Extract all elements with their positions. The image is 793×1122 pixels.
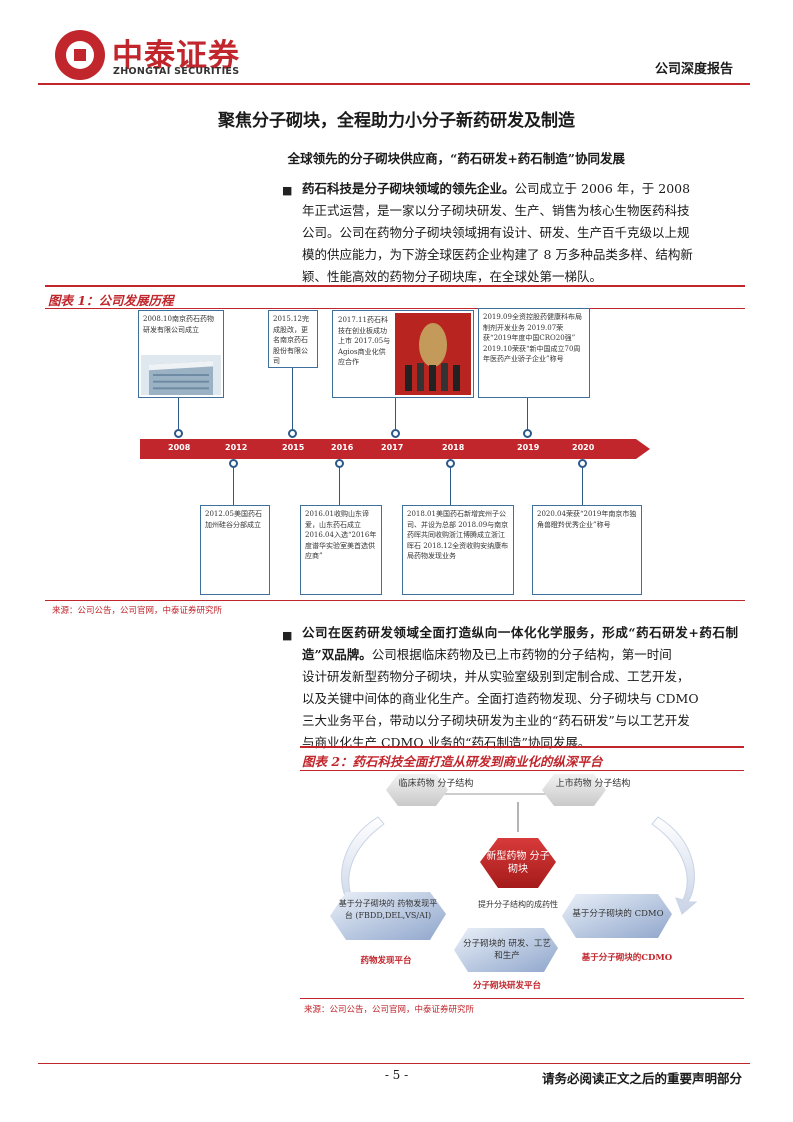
figure-2-source: 来源：公司公告，公司官网，中泰证券研究所 [304, 1005, 475, 1015]
timeline-event-2012: 2012.05美国药石加州硅谷分部成立 [200, 505, 270, 595]
timeline-connector [339, 467, 341, 505]
timeline-event-2016: 2016.01收购山东谛爱，山东药石成立 2016.04入选“2016年度谱华实… [300, 505, 382, 595]
paragraph-2-line: 三大业务平台，带动以分子砌块研发为主业的“药石研发”与以工艺开发 [302, 713, 690, 728]
timeline-connector [395, 398, 397, 430]
bullet-square-icon: ■ [282, 629, 293, 642]
paragraph-2-lead: 公司在医药研发领域全面打造纵向一体化化学服务，形成“药石研发+药石制造”双品牌。 [302, 625, 738, 662]
footer-divider [38, 1063, 750, 1064]
timeline-event-2017: 2017.11药石科技在创业板成功上市 2017.05与Agios商业化供应合作 [332, 310, 474, 398]
page-number: - 5 - [384, 1068, 409, 1082]
timeline-event-2015: 2015.12完成股改，更名南京药石股份有限公司 [268, 310, 318, 368]
paragraph-1-line: 公司成立于 2006 年，于 2008 [514, 181, 691, 196]
node-marketed-structure: 上市药物 分子结构 [555, 779, 631, 789]
paragraph-2: 公司在医药研发领域全面打造纵向一体化化学服务，形成“药石研发+药石制造”双品牌。… [302, 622, 738, 754]
paragraph-1-line: 颖、性能高效的药物分子砌块库，在全球处第一梯队。 [302, 269, 603, 284]
listing-ceremony-photo [395, 313, 471, 395]
timeline-connector [178, 398, 180, 430]
figure-1-title-rule [45, 308, 745, 309]
node-process-platform: 分子砌块的 研发、工艺和生产 [463, 939, 551, 961]
timeline-year: 2020 [572, 443, 595, 452]
timeline-year: 2008 [168, 443, 191, 452]
figure-1-source: 来源：公司公告，公司官网，中泰证券研究所 [52, 606, 223, 616]
paragraph-1-lead: 药石科技是分子砌块领域的领先企业。 [302, 181, 515, 196]
timeline-event-2018: 2018.01美国药石新增宾州子公司、并设为总部 2018.09与南京药晖共同收… [402, 505, 514, 595]
node-cdmo-platform: 基于分子砌块的 CDMO [572, 909, 664, 919]
timeline-dot [174, 429, 183, 438]
bullet-square-icon: ■ [282, 184, 293, 197]
timeline-event-2019: 2019.09全资控股药健康科布局制剂开发业务 2019.07荣获“2019年度… [478, 308, 590, 398]
node-discovery-platform: 基于分子砌块的 药物发现平台 (FBDD,DEL,VS/AI) [338, 899, 438, 920]
timeline-year: 2017 [381, 443, 404, 452]
figure-2-title: 图表 2：药石科技全面打造从研发到商业化的纵深平台 [302, 754, 603, 769]
figure-1-bottom-rule [45, 600, 745, 601]
brand-name-cn: 中泰证券 [112, 38, 240, 74]
timeline-event-2008: 2008.10南京药石药物研发有限公司成立 [138, 310, 224, 398]
timeline-event-text: 2017.11药石科技在创业板成功上市 2017.05与Agios商业化供应合作 [338, 316, 391, 366]
platform-diagram [330, 774, 698, 972]
figure-2-top-rule [300, 746, 744, 748]
paragraph-1: 药石科技是分子砌块领域的领先企业。公司成立于 2006 年，于 2008 年正式… [302, 178, 738, 288]
timeline-dot [391, 429, 400, 438]
company-logo-icon [55, 30, 105, 80]
timeline-connector [292, 368, 294, 430]
timeline-connector [233, 467, 235, 505]
paragraph-1-line: 公司。公司在药物分子砌块领域拥有设计、研发、生产百千克级以上规 [302, 225, 690, 240]
node-cdmo-caption: 基于分子砌块的CDMO [581, 953, 673, 963]
timeline-bar [140, 439, 650, 459]
timeline-year: 2019 [517, 443, 540, 452]
timeline-event-text: 2008.10南京药石药物研发有限公司成立 [143, 315, 214, 334]
node-clinical-structure: 临床药物 分子结构 [398, 779, 474, 789]
header-divider [38, 83, 750, 85]
paragraph-1-line: 模的供应能力，为下游全球医药企业构建了 8 万多种品类多样、结构新 [302, 247, 693, 262]
timeline-connector [582, 467, 584, 505]
timeline-connector [450, 467, 452, 505]
brand-name-en: ZHONGTAI SECURITIES [113, 66, 240, 77]
timeline-year: 2012 [225, 443, 248, 452]
office-building-photo [141, 355, 221, 395]
timeline-year: 2016 [331, 443, 354, 452]
timeline-year: 2015 [282, 443, 305, 452]
timeline-dot [288, 429, 297, 438]
paragraph-1-line: 年正式运营，是一家以分子砌块研发、生产、销售为核心生物医药科技 [302, 203, 690, 218]
timeline-event-2020: 2020.04荣获“2019年南京市独角兽瞪羚优秀企业”称号 [532, 505, 642, 595]
paragraph-2-line: 公司根据临床药物及已上市药物的分子结构，第一时间 [371, 647, 672, 662]
node-new-building-block: 新型药物 分子砌块 [486, 851, 550, 875]
timeline-dot [523, 429, 532, 438]
paragraph-2-line: 以及关键中间体的商业化生产。全面打造药物发现、分子砌块与 CDMO [302, 691, 699, 706]
timeline-year: 2018 [442, 443, 465, 452]
figure-1-top-rule [45, 285, 745, 287]
disclaimer-note: 请务必阅读正文之后的重要声明部分 [541, 1071, 742, 1086]
report-type: 公司深度报告 [654, 62, 733, 77]
figure-2-bottom-rule [300, 998, 744, 999]
node-discovery-caption: 药物发现平台 [360, 956, 412, 966]
section-title: 聚焦分子砌块，全程助力小分子新药研发及制造 [218, 111, 575, 131]
timeline-connector [527, 398, 529, 430]
figure-2-title-rule [300, 770, 744, 771]
node-center-caption: 提升分子结构的成药性 [478, 900, 558, 909]
section-subtitle: 全球领先的分子砌块供应商，“药石研发+药石制造”协同发展 [287, 151, 625, 166]
paragraph-2-line: 设计研发新型药物分子砌块，并从实验室级别到定制合成、工艺开发， [302, 669, 690, 684]
figure-1-title: 图表 1：公司发展历程 [48, 293, 174, 308]
node-process-caption: 分子砌块研发平台 [472, 981, 541, 991]
